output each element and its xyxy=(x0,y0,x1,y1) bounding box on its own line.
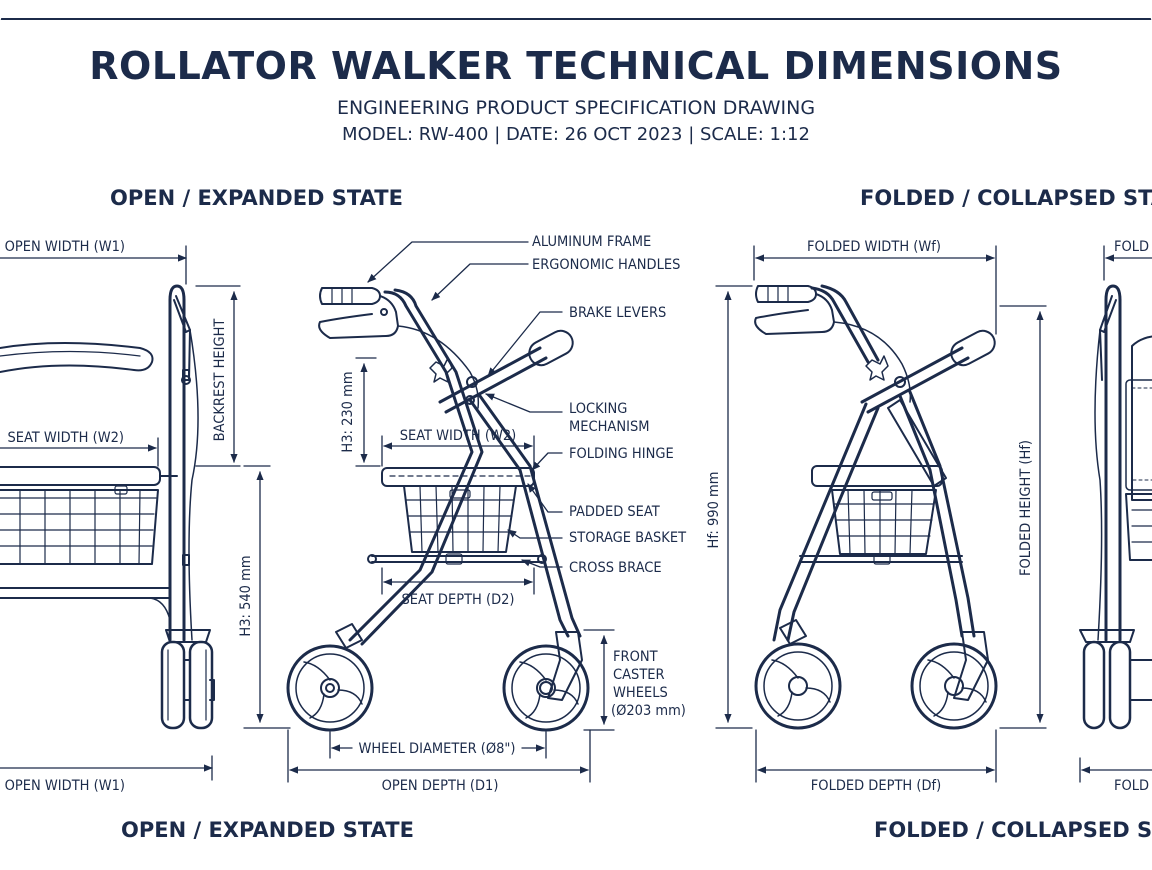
h3-540-label: H3: 540 mm xyxy=(238,555,254,636)
folded-state-label-bottom: FOLDED / COLLAPSED STATE xyxy=(874,818,1152,842)
folded-depth-partial-label: FOLD xyxy=(1114,778,1149,794)
folded-height-label: FOLDED HEIGHT (Hf) xyxy=(1018,440,1034,576)
top-border-line xyxy=(0,18,1152,20)
callout-brake-levers: BRAKE LEVERS xyxy=(569,305,666,321)
open-width-bottom-label: OPEN WIDTH (W1) xyxy=(5,778,125,794)
callout-caster-line3: WHEELS xyxy=(613,685,668,701)
front-view-folded xyxy=(1079,284,1152,730)
open-state-label-top: OPEN / EXPANDED STATE xyxy=(110,186,403,210)
callout-padded-seat: PADDED SEAT xyxy=(569,504,661,520)
component-callouts: ALUMINUM FRAME ERGONOMIC HANDLES BRAKE L… xyxy=(532,234,687,719)
backrest-height-label: BACKREST HEIGHT xyxy=(212,318,228,442)
folded-depth-label: FOLDED DEPTH (Df) xyxy=(811,778,941,794)
dimension-labels: OPEN WIDTH (W1) SEAT WIDTH (W2) BACKREST… xyxy=(5,239,1149,794)
callout-storage-basket: STORAGE BASKET xyxy=(569,530,687,546)
page-subtitle: ENGINEERING PRODUCT SPECIFICATION DRAWIN… xyxy=(336,97,816,119)
open-state-label-bottom: OPEN / EXPANDED STATE xyxy=(121,818,414,842)
open-depth-label: OPEN DEPTH (D1) xyxy=(382,778,499,794)
callout-caster-line4: (Ø203 mm) xyxy=(611,703,686,719)
side-view-open xyxy=(286,287,590,732)
front-view-open xyxy=(0,284,215,730)
callout-folding-hinge: FOLDING HINGE xyxy=(569,446,674,462)
side-view-folded xyxy=(754,284,998,730)
seat-width-side-label: SEAT WIDTH (W2) xyxy=(400,428,517,444)
wheel-diameter-label: WHEEL DIAMETER (Ø8") xyxy=(358,741,515,757)
open-width-label: OPEN WIDTH (W1) xyxy=(5,239,125,255)
callout-cross-brace: CROSS BRACE xyxy=(569,560,662,576)
seat-width-front-label: SEAT WIDTH (W2) xyxy=(7,430,124,446)
callout-aluminum-frame: ALUMINUM FRAME xyxy=(532,234,651,250)
callout-locking-line2: MECHANISM xyxy=(569,419,650,435)
callout-caster-line1: FRONT xyxy=(613,649,659,665)
callout-leaders xyxy=(367,241,563,568)
folded-width-label: FOLDED WIDTH (Wf) xyxy=(807,239,941,255)
hf-990-label: Hf: 990 mm xyxy=(706,472,722,549)
folded-width-partial-label: FOLD xyxy=(1114,239,1149,255)
callout-caster-line2: CASTER xyxy=(613,667,665,683)
drawing-meta: MODEL: RW-400 | DATE: 26 OCT 2023 | SCAL… xyxy=(342,124,810,145)
seat-depth-label: SEAT DEPTH (D2) xyxy=(401,592,514,608)
dimension-lines xyxy=(0,245,1152,783)
folded-state-label-top: FOLDED / COLLAPSED STATE xyxy=(860,186,1152,210)
page-title: ROLLATOR WALKER TECHNICAL DIMENSIONS xyxy=(89,44,1063,88)
callout-locking-line1: LOCKING xyxy=(569,401,627,417)
h3-230-label: H3: 230 mm xyxy=(340,371,356,452)
callout-ergonomic-handles: ERGONOMIC HANDLES xyxy=(532,257,680,273)
